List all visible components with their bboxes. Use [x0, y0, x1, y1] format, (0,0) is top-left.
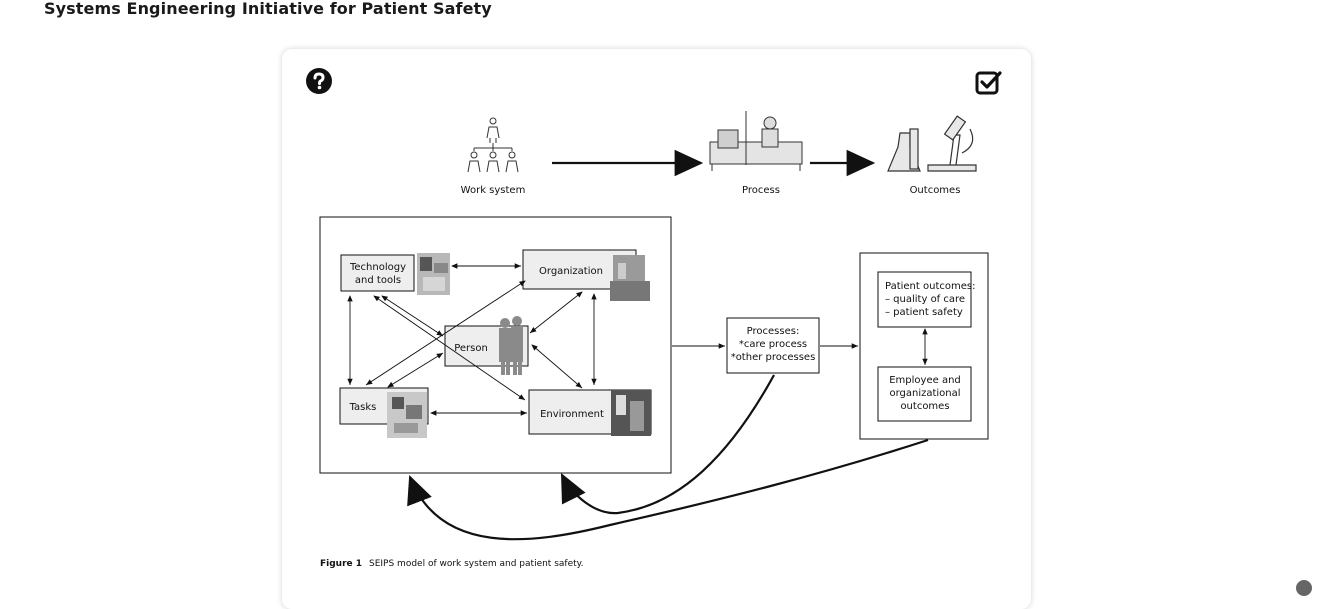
- processes-label-line3: *other processes: [731, 352, 816, 363]
- scroll-indicator[interactable]: [1296, 580, 1312, 596]
- people-hierarchy-icon: [467, 117, 519, 173]
- employee-outcomes-line3: outcomes: [900, 401, 949, 412]
- employee-outcomes-box: [877, 366, 972, 422]
- tasks-label: Tasks: [349, 402, 377, 413]
- check-square-icon[interactable]: [975, 69, 1003, 95]
- environment-label: Environment: [540, 409, 604, 420]
- question-circle-icon[interactable]: [306, 68, 332, 94]
- technology-photo: [417, 253, 450, 295]
- figure-caption-text: SEIPS model of work system and patient s…: [369, 559, 584, 569]
- environment-photo: [611, 390, 651, 436]
- processes-label-line2: *care process: [739, 339, 807, 350]
- work-system-interactions: [347, 263, 597, 416]
- patient-outcomes-line1: Patient outcomes:: [885, 281, 975, 292]
- tasks-photo: [387, 392, 427, 438]
- work-system-label: Work system: [461, 185, 526, 196]
- processes-box: [726, 317, 820, 374]
- process-label: Process: [742, 185, 780, 196]
- employee-outcomes-line1: Employee and: [889, 375, 961, 386]
- person-label: Person: [454, 343, 488, 354]
- organization-label: Organization: [539, 266, 603, 277]
- organization-photo: [610, 255, 650, 301]
- patient-outcomes-line2: – quality of care: [885, 294, 965, 305]
- technology-label-line1: Technology: [349, 262, 406, 273]
- patient-outcomes-line3: – patient safety: [885, 307, 963, 318]
- processes-label-line1: Processes:: [747, 326, 800, 337]
- technology-label-line2: and tools: [355, 275, 401, 286]
- seips-figure: Work system Process Outcomes Technology …: [319, 111, 989, 569]
- page-title: Systems Engineering Initiative for Patie…: [44, 0, 492, 18]
- feedback-arrow-processes: [561, 374, 775, 515]
- outcomes-label: Outcomes: [910, 185, 961, 196]
- lab-microscope-icon: [887, 115, 977, 172]
- figure-caption-label: Figure 1: [320, 559, 362, 569]
- feedback-arrow-outcomes: [407, 438, 929, 541]
- employee-outcomes-line2: organizational: [889, 388, 960, 399]
- patient-outcomes-box: [877, 271, 972, 328]
- hospital-bed-icon: [709, 111, 803, 171]
